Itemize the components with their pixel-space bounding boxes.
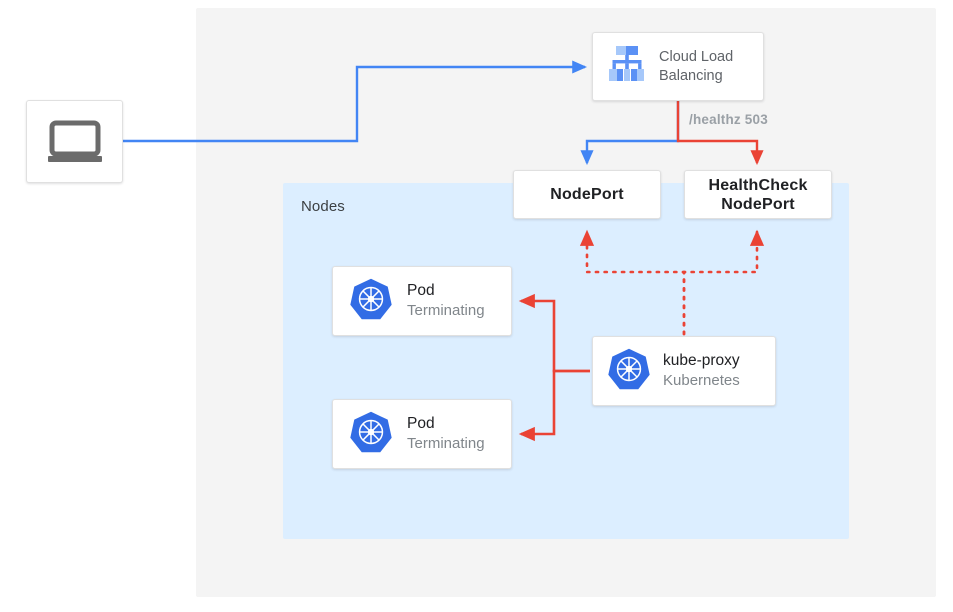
kube-proxy-node[interactable]: kube-proxy Kubernetes [592, 336, 776, 406]
pod-node-2-text: Pod Terminating [407, 414, 485, 454]
client-node[interactable] [26, 100, 123, 183]
kube-proxy-subtitle: Kubernetes [663, 372, 740, 389]
healthcheck-nodeport-label-line1: HealthCheck [708, 176, 808, 194]
cloud-load-balancing-label: Cloud Load Balancing [659, 48, 733, 86]
healthcheck-nodeport-label-line2: NodePort [721, 195, 795, 213]
pod-node-2[interactable]: Pod Terminating [332, 399, 512, 469]
cloud-load-balancing-label-line2: Balancing [659, 67, 723, 84]
pod-node-1-status: Terminating [407, 302, 485, 319]
cloud-load-balancing-label-line1: Cloud Load [659, 48, 734, 65]
kubernetes-icon [349, 277, 393, 326]
pod-node-1-text: Pod Terminating [407, 281, 485, 321]
healthz-edge-label: /healthz 503 [689, 112, 768, 127]
pod-node-2-title: Pod [407, 415, 435, 432]
pod-node-1[interactable]: Pod Terminating [332, 266, 512, 336]
kubernetes-icon [349, 410, 393, 459]
healthcheck-nodeport-label: HealthCheck NodePort [708, 176, 807, 214]
pod-node-2-status: Terminating [407, 435, 485, 452]
pod-node-1-title: Pod [407, 282, 435, 299]
kubernetes-icon [607, 347, 651, 396]
kube-proxy-title: kube-proxy [663, 352, 740, 369]
kube-proxy-text: kube-proxy Kubernetes [663, 351, 740, 391]
nodeport-label: NodePort [550, 186, 624, 203]
laptop-icon [46, 120, 104, 164]
nodeport-node[interactable]: NodePort [513, 170, 661, 219]
cloud-load-balancing-icon [605, 44, 649, 89]
healthcheck-nodeport-node[interactable]: HealthCheck NodePort [684, 170, 832, 219]
cloud-load-balancing-node[interactable]: Cloud Load Balancing [592, 32, 764, 101]
nodes-region-label: Nodes [301, 198, 345, 215]
